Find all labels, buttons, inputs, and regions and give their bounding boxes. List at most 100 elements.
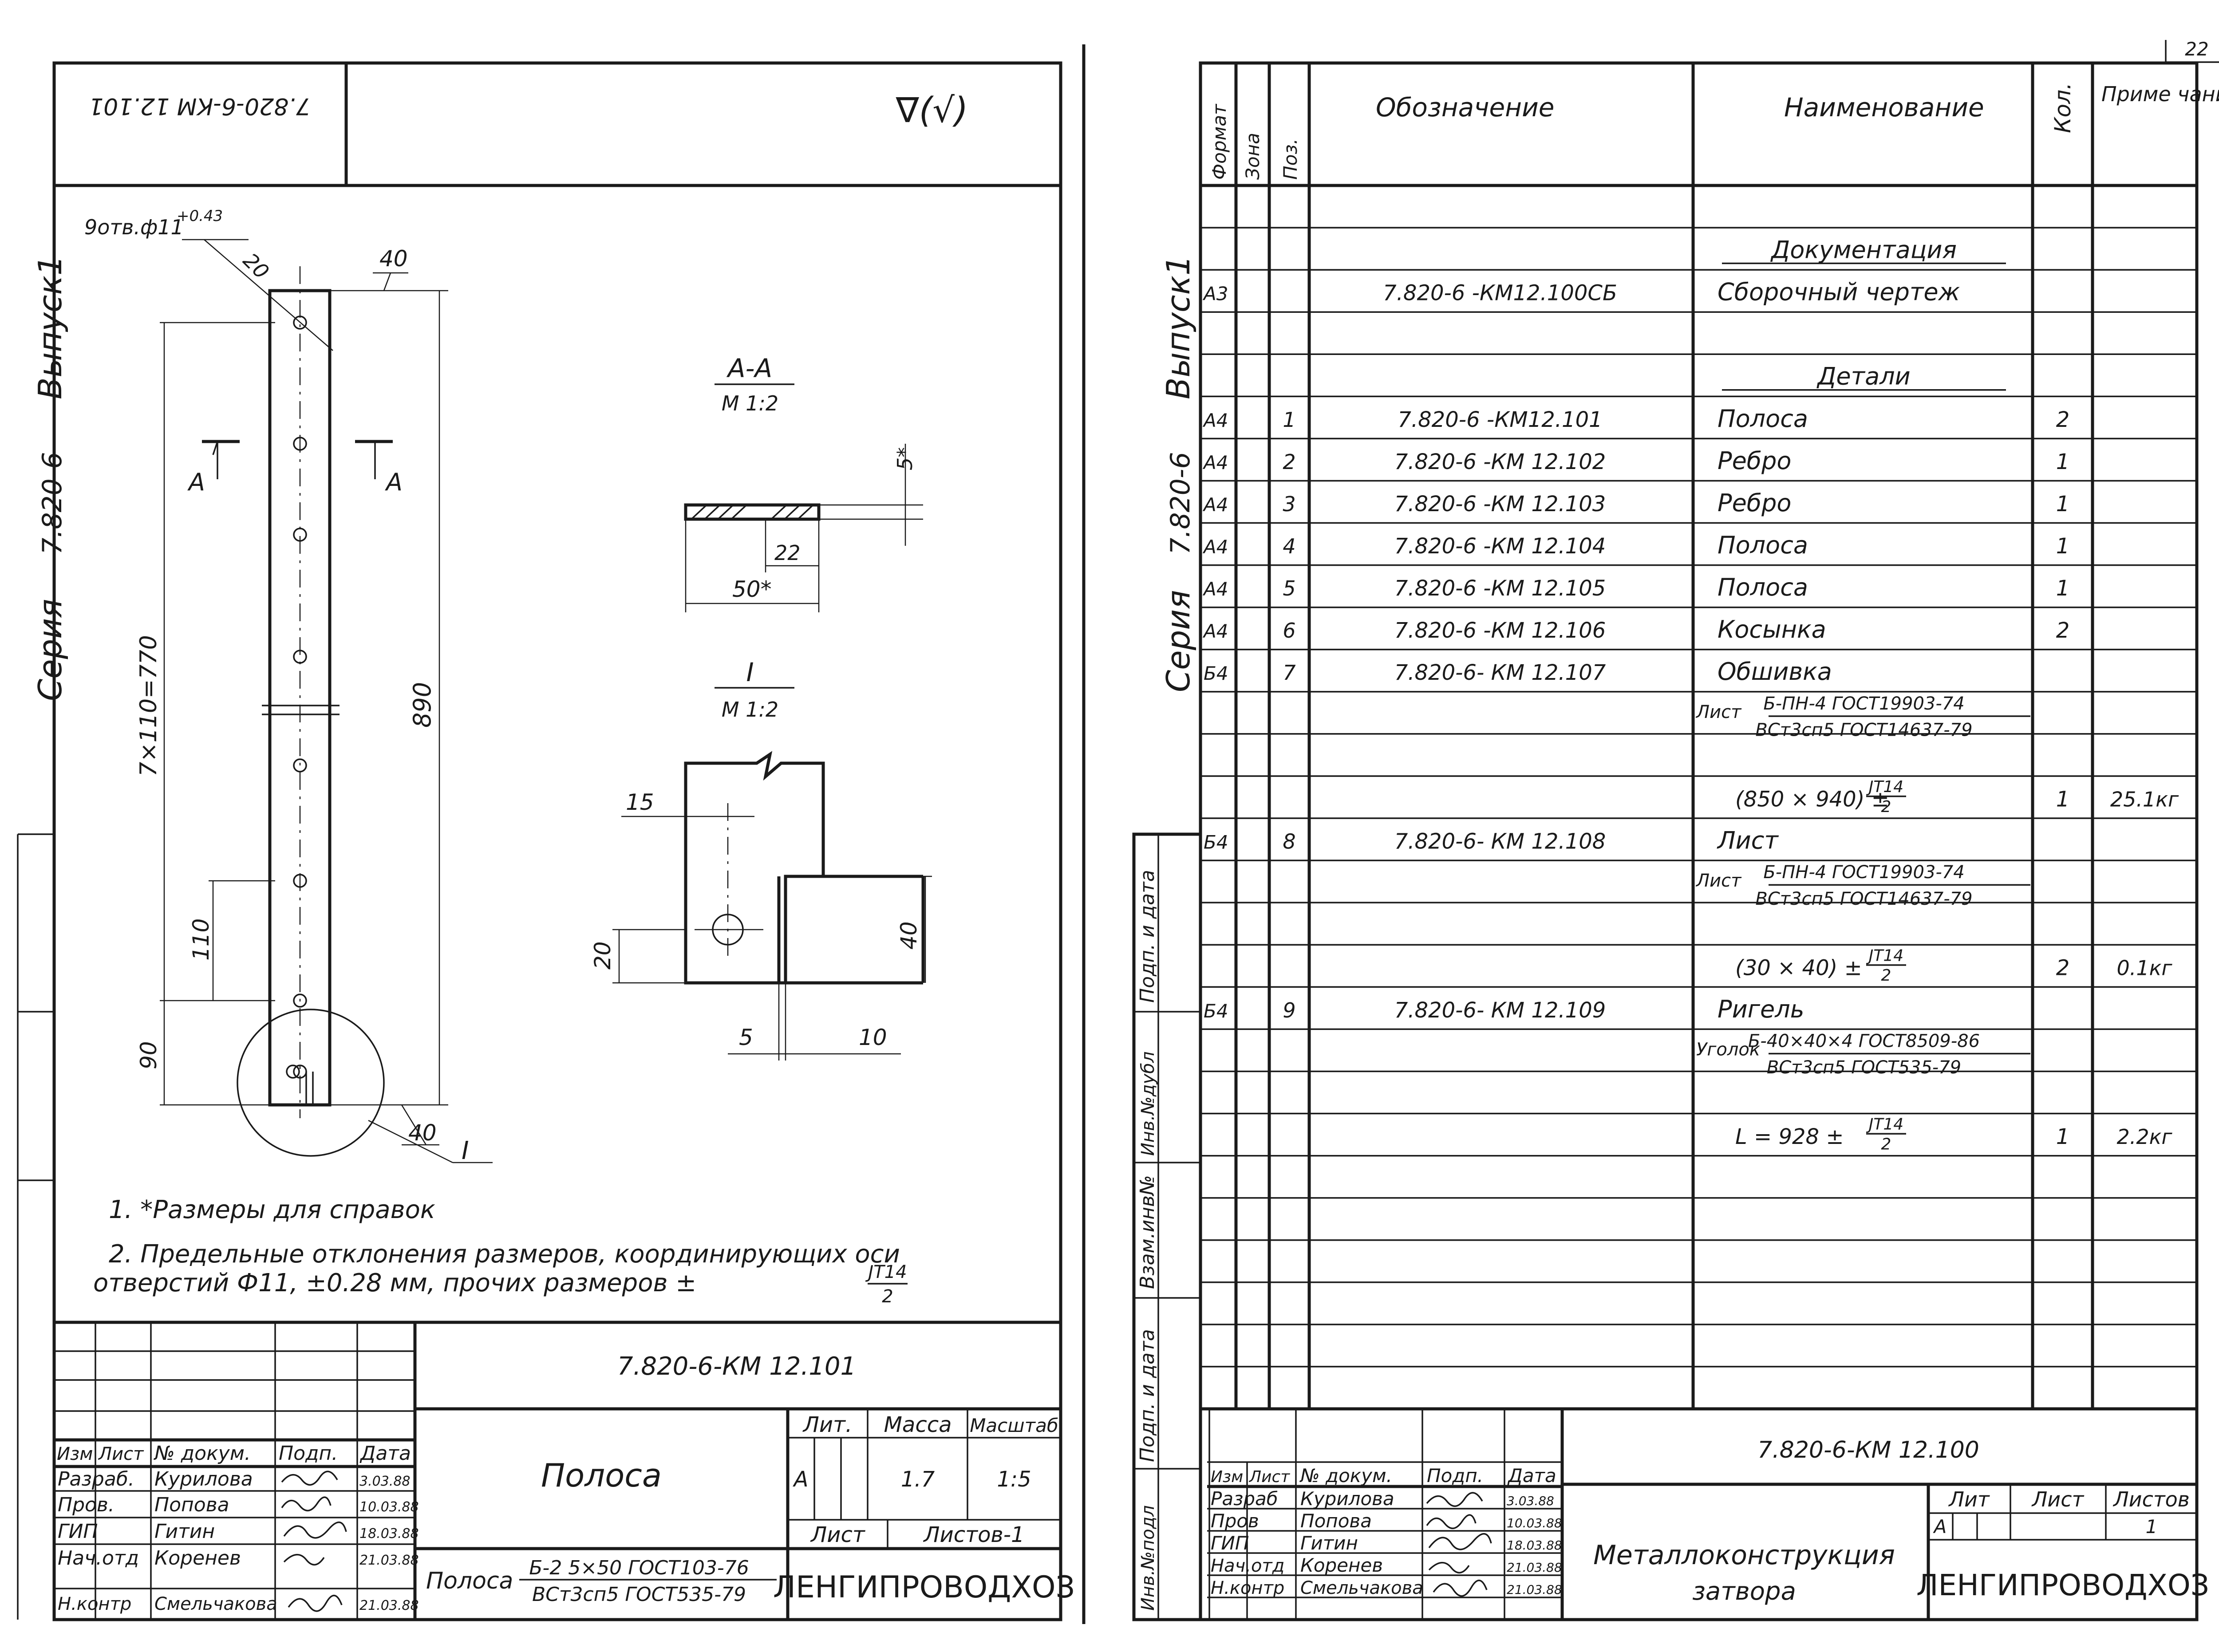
spec-format: А4 [1202, 620, 1228, 642]
date-3: 21.03.88 [359, 1553, 419, 1568]
spec-format: А4 [1202, 494, 1228, 516]
hdr-name: Наименование [1784, 92, 1984, 122]
spec-qty: 2 [2056, 407, 2070, 432]
right-side-issue-label: Выпуск1 [1160, 255, 1197, 399]
col-izm: Изм [57, 1444, 93, 1464]
r-signature-3 [1428, 1561, 1470, 1573]
spec-designation: 7.820-6 -КМ12.101 [1398, 407, 1602, 432]
spec-format: А3 [1202, 283, 1228, 305]
section-title: А-А [726, 353, 772, 383]
r-role-1: Пров [1211, 1510, 1259, 1532]
left-header-scale: Масштаб [970, 1415, 1058, 1436]
right-org: ЛЕНГИПРОВОДХОЗ [1916, 1568, 2209, 1602]
hdr-zone: Зона [1242, 133, 1263, 180]
view-ref: I [462, 1136, 469, 1165]
date-4: 21.03.88 [359, 1598, 419, 1613]
right-side-series-label: Серия [1160, 590, 1197, 692]
r-role-0: Разраб [1211, 1488, 1278, 1510]
note-tol-num: JT14 [865, 1262, 907, 1282]
spec-tolerance-den: 2 [1881, 1135, 1891, 1153]
right-header-sheet: Лист [2031, 1487, 2085, 1511]
section-scale: М 1:2 [722, 391, 778, 415]
r-date-0: 3.03.88 [1507, 1494, 1554, 1508]
left-sheets-label: Листов-1 [923, 1522, 1024, 1547]
spec-material-top: Б-ПН-4 ГОСТ19903-74 [1763, 694, 1964, 714]
spec-designation: 7.820-6 -КМ12.100СБ [1383, 281, 1617, 306]
spec-format: Б4 [1204, 1000, 1228, 1022]
spec-material-bottom: ВСт3сп5 ГОСТ14637-79 [1755, 889, 1972, 909]
r-col-izm: Изм [1211, 1468, 1243, 1486]
spec-designation: 7.820-6 -КМ 12.104 [1394, 534, 1606, 559]
spec-note: 0.1кг [2116, 956, 2172, 980]
left-lit-value: А [793, 1467, 809, 1492]
side-series-code: 7.820-6 [37, 452, 68, 555]
col-list: Лист [98, 1444, 144, 1464]
spec-pos: 7 [1283, 661, 1295, 685]
spec-designation: 7.820-6 -КМ 12.105 [1394, 576, 1606, 601]
spec-tolerance-num: JT14 [1866, 778, 1903, 796]
role-4: Н.контр [58, 1594, 131, 1614]
signature-4 [288, 1594, 343, 1612]
r-signature-1 [1426, 1514, 1477, 1529]
spec-pos: 5 [1283, 576, 1295, 600]
role-2: ГИП [58, 1520, 98, 1543]
left-title-block: Изм Лист № докум. Подп. Дата Разраб. Кур… [54, 1321, 1075, 1620]
holes-label: 9отв.ф11 [84, 215, 184, 239]
spec-format: А4 [1202, 410, 1228, 431]
signature-2 [283, 1521, 347, 1539]
spec-pos: 3 [1283, 492, 1295, 516]
r-role-4: Н.контр [1211, 1578, 1284, 1598]
r-signature-4 [1433, 1579, 1488, 1597]
role-0: Разраб. [58, 1468, 134, 1490]
date-2: 18.03.88 [359, 1526, 419, 1542]
spec-name: Сборочный чертеж [1718, 278, 1960, 306]
spec-qty: 1 [2056, 576, 2070, 601]
left-mass-value: 1.7 [901, 1467, 935, 1492]
spec-pos: 6 [1283, 619, 1295, 643]
spec-material-bottom: ВСт3сп5 ГОСТ535-79 [1767, 1057, 1961, 1078]
r-name-4: Смельчакова [1300, 1578, 1423, 1598]
right-sheet: 22 Серия 7.820-6 Выпуск1 Инв.№подл Подп.… [1132, 38, 2219, 1621]
notes: 1. *Размеры для справок 2. Предельные от… [93, 1195, 908, 1307]
spec-qty: 1 [2056, 787, 2070, 812]
left-frame [52, 61, 1062, 1621]
spec-format: А4 [1202, 452, 1228, 473]
left-scale-value: 1:5 [997, 1467, 1031, 1492]
stamp-col-1: Подп. и дата [1136, 1329, 1159, 1462]
spec-qty: 1 [2056, 492, 2070, 516]
r-date-3: 21.03.88 [1507, 1560, 1562, 1575]
spec-note: 2.2кг [2116, 1125, 2172, 1149]
spec-designation: 7.820-6 -КМ 12.103 [1394, 492, 1606, 516]
r-name-0: Курилова [1300, 1488, 1394, 1510]
spec-pos: 4 [1283, 534, 1295, 558]
name-1: Попова [154, 1494, 229, 1516]
stamp-col-3: Инв.№дубл [1138, 1051, 1158, 1156]
spec-name: Ребро [1718, 489, 1791, 517]
right-header-lit: Лит [1948, 1487, 1990, 1511]
detail-circle [237, 1009, 385, 1157]
spec-format: Б4 [1204, 662, 1228, 684]
right-name-line2: затвора [1692, 1577, 1796, 1606]
spec-material-prefix: Лист [1695, 871, 1742, 891]
r-date-4: 21.03.88 [1507, 1582, 1562, 1597]
dim-90: 90 [136, 1041, 162, 1069]
left-material-top: Б-2 5×50 ГОСТ103-76 [529, 1557, 749, 1579]
left-part-name: Полоса [541, 1457, 662, 1494]
r-name-1: Попова [1300, 1510, 1372, 1532]
dim-110: 110 [188, 919, 214, 961]
note-1: 1. *Размеры для справок [109, 1195, 435, 1224]
spec-dimension-text: L = 928 ± [1735, 1124, 1844, 1149]
role-1: Пров. [58, 1494, 115, 1516]
spec-tolerance-den: 2 [1881, 798, 1891, 816]
detail-dim-5: 5 [739, 1025, 753, 1050]
right-side-series-code: 7.820-6 [1165, 452, 1196, 555]
hdr-note: Приме чание [2101, 82, 2219, 106]
spec-tolerance-den: 2 [1881, 966, 1891, 985]
detail-dim-10: 10 [859, 1025, 887, 1050]
spec-material-top: Б-ПН-4 ГОСТ19903-74 [1763, 862, 1964, 883]
section-dim-50: 50* [732, 576, 772, 602]
signature-3 [283, 1553, 325, 1565]
name-4: Смельчакова [154, 1594, 277, 1614]
